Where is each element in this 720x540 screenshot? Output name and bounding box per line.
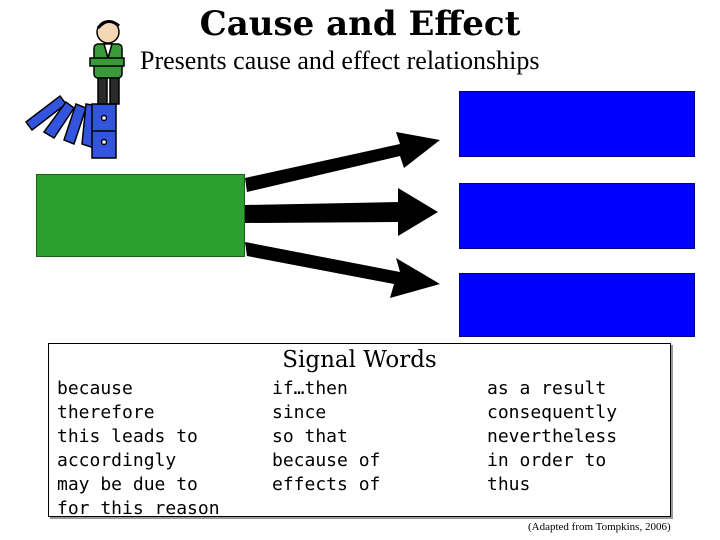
arrow-up [245,132,440,192]
signal-word: this leads to [57,426,198,447]
signal-word: nevertheless [487,426,618,447]
signal-word: because [57,378,133,399]
arrow-middle [245,188,438,236]
cause-effect-arrows [245,132,440,298]
signal-word: because of [272,450,381,471]
signal-word: consequently [487,402,618,423]
arrow-down [245,242,440,298]
cause-box [36,174,245,257]
signal-words-column-3: as a result consequently nevertheless in… [487,377,617,497]
falling-dominoes [24,94,117,159]
signal-word: since [272,402,327,423]
signal-word: as a result [487,378,607,399]
signal-word: therefore [57,402,155,423]
page-title: Cause and Effect [199,4,521,44]
signal-word: effects of [272,474,381,495]
signal-word: in order to [487,450,607,471]
signal-word: so that [272,426,348,447]
signal-word: if…then [272,378,348,399]
signal-word: for this reason [57,498,220,519]
signal-words-title: Signal Words [282,347,437,373]
page-subtitle: Presents cause and effect relationships [140,46,540,75]
man-figure [89,20,125,105]
domino-man-illustration [24,20,125,159]
citation: (Adapted from Tompkins, 2006) [528,521,671,533]
signal-words-column-1: because therefore this leads to accordin… [57,377,220,521]
effect-box-3 [459,273,695,337]
effect-box-2 [459,183,695,249]
signal-word: thus [487,474,531,495]
signal-word: accordingly [57,450,177,471]
effect-box-1 [459,91,695,157]
signal-words-box: Signal Words because therefore this lead… [48,343,671,519]
signal-word: may be due to [57,474,198,495]
signal-words-column-2: if…then since so that because of effects… [272,377,380,497]
